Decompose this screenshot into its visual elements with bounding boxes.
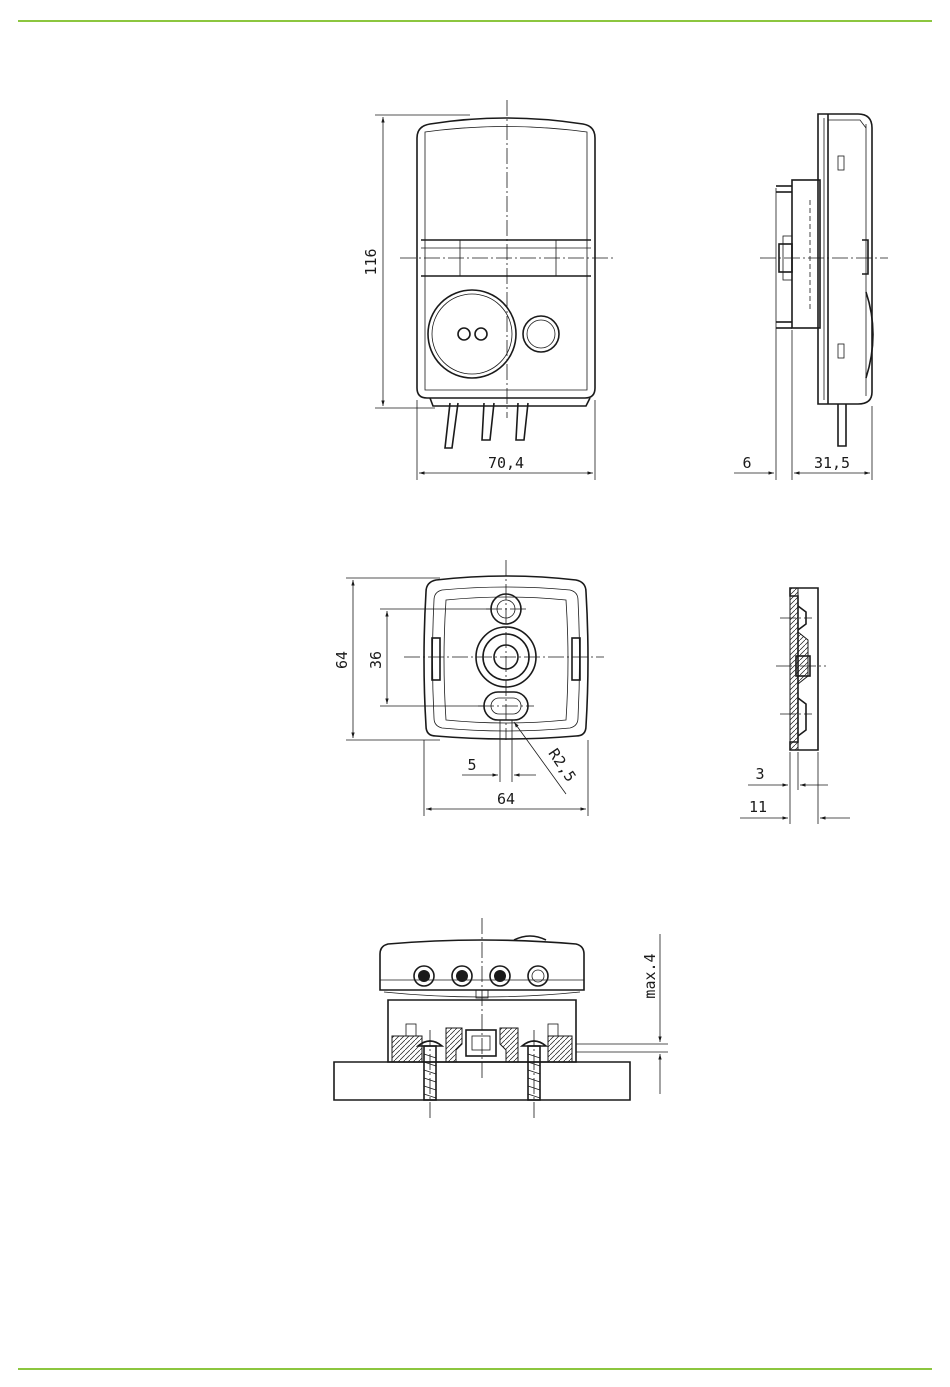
max-gap-label: max.4 [641,953,659,998]
base-height-label: 64 [333,651,351,669]
section-depth-label: 11 [749,798,767,816]
terminal-4 [528,966,548,986]
hole-spacing-label: 36 [367,651,385,669]
button-ring [523,316,559,352]
side-depth-label: 31,5 [814,454,850,472]
front-height-label: 116 [362,248,380,275]
base-section: 3 11 [740,588,850,824]
section-wall-label: 3 [755,765,764,783]
front-view: 116 70,4 [362,100,615,480]
display-window [428,290,516,378]
base-view: 64 36 5 R2,5 64 [333,560,604,816]
side-view: 6 31,5 [734,114,888,480]
front-width-label: 70,4 [488,454,524,472]
side-housing [818,114,872,404]
base-width-label: 64 [497,790,515,808]
slot-radius-label: R2,5 [545,745,580,785]
mounting-view: max.4 [334,918,668,1120]
slot-width-label: 5 [467,756,476,774]
side-rail-offset-label: 6 [742,454,751,472]
centre-insert [466,1030,496,1056]
mounting-rail [792,180,820,328]
